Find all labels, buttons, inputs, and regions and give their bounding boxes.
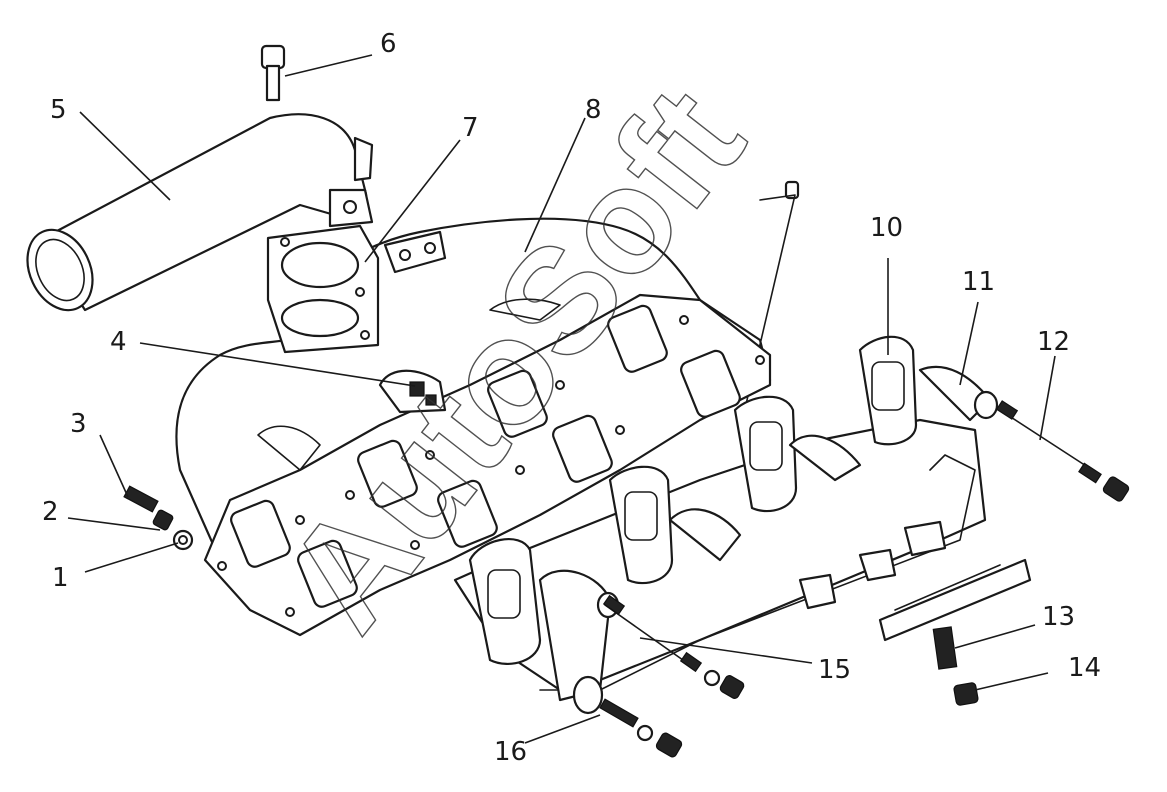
leader-lines: [67, 54, 1056, 744]
callout-2: 2: [42, 497, 59, 527]
callout-8: 8: [585, 95, 602, 125]
callout-13: 13: [1042, 602, 1075, 632]
exhaust-manifold: [453, 335, 1032, 715]
pipe-flange-gasket: [266, 224, 380, 354]
callout-15: 15: [818, 655, 851, 685]
intake-pipe-elbow: [26, 113, 374, 312]
callout-1: 1: [52, 563, 69, 593]
callout-3: 3: [70, 409, 87, 439]
callout-labels: 1 2 3 4 5 6 7 8 10 11 12 13 14 15 16: [42, 29, 1101, 767]
callout-5: 5: [50, 95, 67, 125]
pipe-bolt: [260, 44, 286, 102]
callout-12: 12: [1037, 327, 1070, 357]
manifold-stud-set: [123, 485, 194, 551]
callout-16: 16: [494, 737, 527, 767]
intake-flange-gasket: [203, 293, 772, 637]
temperature-sensor: [378, 369, 447, 414]
callout-4: 4: [110, 327, 127, 357]
exhaust-studs: [599, 400, 1130, 758]
callout-14: 14: [1068, 653, 1101, 683]
callout-11: 11: [962, 267, 995, 297]
callout-6: 6: [380, 29, 397, 59]
callout-7: 7: [462, 113, 479, 143]
callout-10: 10: [870, 213, 903, 243]
